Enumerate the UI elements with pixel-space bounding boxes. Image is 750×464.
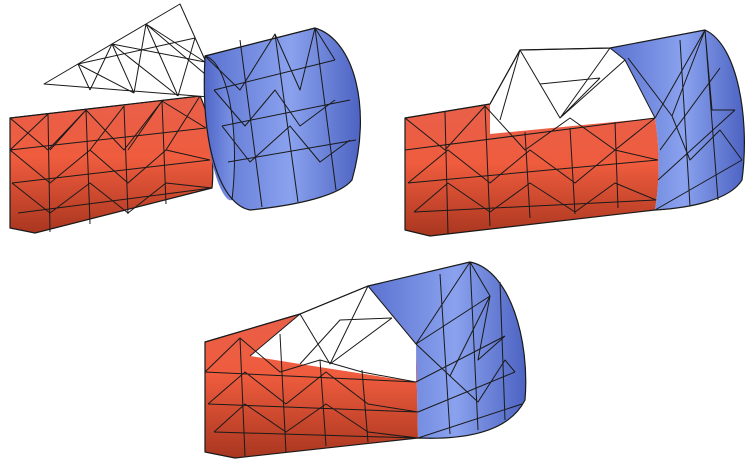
panel3-outline	[204, 261, 527, 459]
red-cylinder-body	[10, 96, 213, 233]
white-patch-wireframe	[43, 3, 223, 99]
white-patch-region	[250, 286, 416, 382]
blue-region-body	[610, 30, 745, 210]
panel-patch-blended	[404, 29, 745, 237]
blue-cylinder-outline	[203, 27, 362, 211]
panel-final-merged	[204, 261, 527, 459]
panel-separate-parts	[9, 3, 362, 234]
red-cylinder-mesh	[9, 95, 214, 234]
blue-cylinder-open-end	[204, 56, 235, 201]
panel2-outline	[404, 29, 745, 237]
blue-cylinder-mesh	[203, 27, 362, 211]
blue-region-body	[368, 262, 526, 439]
white-patch-body	[44, 4, 222, 98]
white-patch-mesh	[43, 3, 223, 99]
